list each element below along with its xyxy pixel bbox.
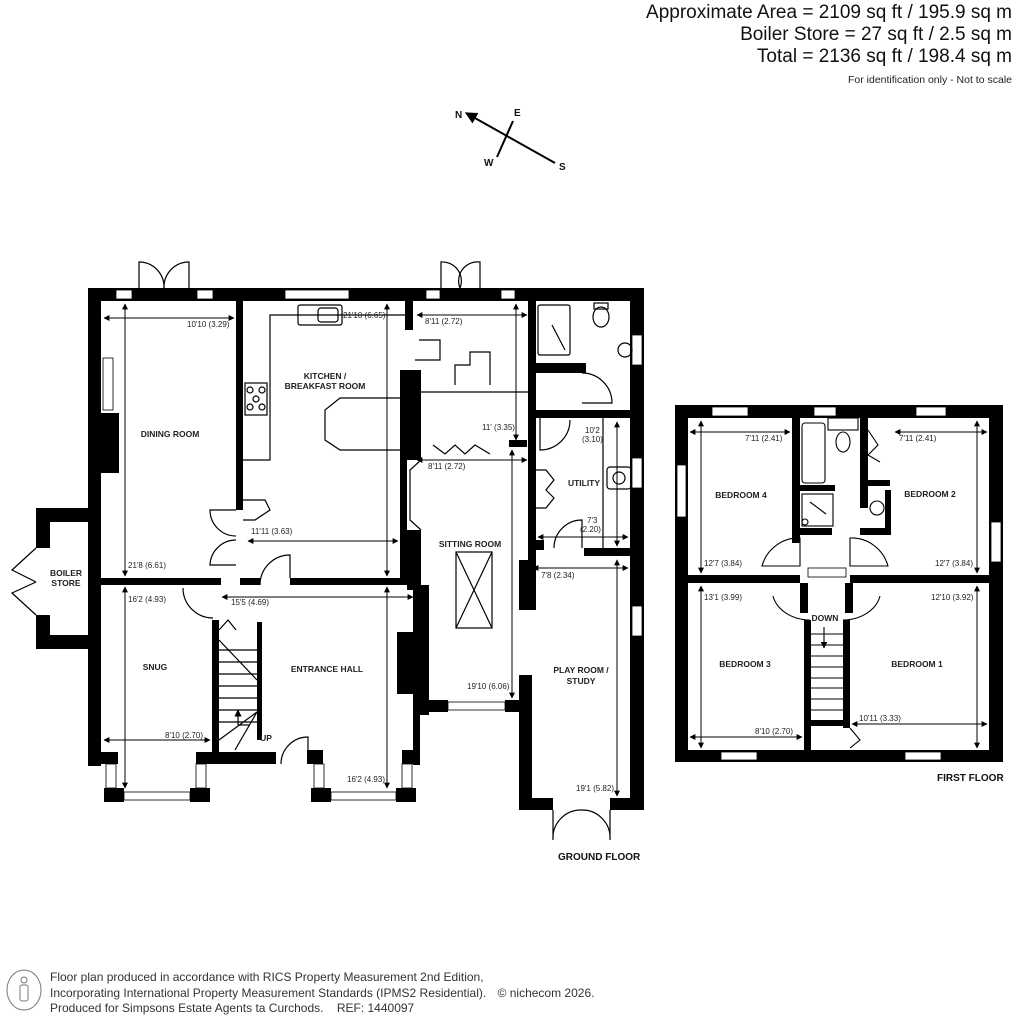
dim-bed1-length: 12'10 (3.92) bbox=[931, 593, 974, 602]
dim-bed4-length: 12'7 (3.84) bbox=[704, 559, 742, 568]
dim-sitting-width: 8'11 (2.72) bbox=[428, 462, 466, 471]
first-floor-windows bbox=[676, 406, 1002, 761]
ground-floor-plan bbox=[36, 288, 644, 810]
dim-bed3-width: 8'10 (2.70) bbox=[755, 727, 793, 736]
footer-line-3-text: Produced for Simpsons Estate Agents ta C… bbox=[50, 1001, 324, 1015]
dim-bed4-width: 7'11 (2.41) bbox=[745, 434, 783, 443]
first-floor-title: FIRST FLOOR bbox=[937, 773, 1004, 784]
room-bedroom-4: BEDROOM 4 bbox=[715, 490, 767, 500]
ground-floor-fixtures bbox=[10, 261, 633, 841]
dim-utility-width-2: (2.20) bbox=[580, 525, 601, 534]
stairs-up-label: UP bbox=[260, 733, 272, 743]
ground-floor-dimension-lines bbox=[103, 303, 629, 797]
dim-utility-length-1: 10'2 bbox=[585, 426, 600, 435]
boiler-store-area: Boiler Store = 27 sq ft / 2.5 sq m bbox=[740, 24, 1012, 45]
first-floor-dimension-lines bbox=[689, 420, 988, 749]
room-boiler-line2: STORE bbox=[51, 578, 80, 588]
compass-s: S bbox=[559, 162, 566, 173]
ground-floor-title: GROUND FLOOR bbox=[558, 852, 641, 863]
first-floor-dimensions: 7'11 (2.41) 12'7 (3.84) 7'11 (2.41) 12'7… bbox=[704, 434, 974, 736]
dim-bed2-width: 7'11 (2.41) bbox=[899, 434, 937, 443]
dim-bed1-width: 10'11 (3.33) bbox=[859, 714, 901, 723]
footer-line-1: Floor plan produced in accordance with R… bbox=[50, 970, 484, 984]
dim-snug-length: 16'2 (4.93) bbox=[128, 595, 166, 604]
room-kitchen-line1: KITCHEN / bbox=[304, 371, 347, 381]
copyright: © nichecom 2026. bbox=[497, 985, 595, 1000]
total-area: Total = 2136 sq ft / 198.4 sq m bbox=[756, 46, 1012, 67]
compass-n: N bbox=[455, 110, 462, 121]
dim-hall-width: 15'5 (4.69) bbox=[231, 598, 269, 607]
dim-kitchen-width: 11'11 (3.63) bbox=[251, 527, 293, 536]
ground-floor-windows bbox=[102, 289, 643, 801]
scale-note: For identification only - Not to scale bbox=[848, 74, 1012, 86]
footer-line-2: Incorporating International Property Mea… bbox=[50, 986, 594, 1002]
dim-hall-length: 16'2 (4.93) bbox=[347, 775, 385, 784]
area-summary: Approximate Area = 2109 sq ft / 195.9 sq… bbox=[646, 2, 1012, 86]
room-entrance-hall: ENTRANCE HALL bbox=[291, 664, 363, 674]
compass-icon: N E W S bbox=[455, 108, 566, 173]
dim-play-length: 19'1 (5.82) bbox=[576, 784, 614, 793]
first-floor-plan bbox=[675, 405, 1003, 762]
dim-sitting-top-width: 8'11 (2.72) bbox=[425, 317, 463, 326]
dim-dining-length: 21'8 (6.61) bbox=[128, 561, 166, 570]
room-kitchen-line2: BREAKFAST ROOM bbox=[285, 381, 366, 391]
compass-w: W bbox=[484, 158, 494, 169]
compass-e: E bbox=[514, 108, 521, 119]
ground-floor-dimensions: 10'10 (3.29) 21'8 (6.61) 21'10 (6.65) 11… bbox=[128, 311, 614, 793]
first-floor-labels: BEDROOM 4 BEDROOM 2 BEDROOM 3 BEDROOM 1 … bbox=[715, 489, 1004, 784]
reference-number: REF: 1440097 bbox=[336, 1001, 415, 1015]
room-bedroom-3: BEDROOM 3 bbox=[719, 659, 771, 669]
footer-line-2-text: Incorporating International Property Mea… bbox=[50, 985, 487, 1000]
room-utility: UTILITY bbox=[568, 478, 600, 488]
dim-utility-length-2: (3.10) bbox=[582, 435, 603, 444]
ground-floor-labels: DINING ROOM KITCHEN / BREAKFAST ROOM SIT… bbox=[50, 371, 641, 863]
dim-bed2-length: 12'7 (3.84) bbox=[935, 559, 973, 568]
dim-bed3-length: 13'1 (3.99) bbox=[704, 593, 742, 602]
dim-snug-width: 8'10 (2.70) bbox=[165, 731, 203, 740]
footer-notes: Floor plan produced in accordance with R… bbox=[50, 970, 594, 1017]
stairs-down-label: DOWN bbox=[812, 613, 839, 623]
room-dining: DINING ROOM bbox=[141, 429, 200, 439]
room-bedroom-1: BEDROOM 1 bbox=[891, 659, 943, 669]
room-play-line2: STUDY bbox=[567, 676, 596, 686]
dim-dining-width: 10'10 (3.29) bbox=[187, 320, 230, 329]
person-logo-icon bbox=[6, 969, 42, 1011]
dim-utility-width-1: 7'3 bbox=[587, 516, 598, 525]
footer-line-3: Produced for Simpsons Estate Agents ta C… bbox=[50, 1001, 594, 1017]
dim-kitchen-length: 21'10 (6.65) bbox=[343, 311, 386, 320]
dim-sitting-length: 19'10 (6.06) bbox=[467, 682, 510, 691]
room-play-line1: PLAY ROOM / bbox=[553, 665, 609, 675]
approximate-area: Approximate Area = 2109 sq ft / 195.9 sq… bbox=[646, 2, 1012, 23]
first-floor-fixtures bbox=[761, 417, 889, 749]
room-boiler-line1: BOILER bbox=[50, 568, 82, 578]
room-snug: SNUG bbox=[143, 662, 168, 672]
dim-sitting-top-length: 11' (3.35) bbox=[482, 423, 515, 432]
room-bedroom-2: BEDROOM 2 bbox=[904, 489, 956, 499]
dim-play-width: 7'8 (2.34) bbox=[541, 571, 575, 580]
room-sitting: SITTING ROOM bbox=[439, 539, 501, 549]
